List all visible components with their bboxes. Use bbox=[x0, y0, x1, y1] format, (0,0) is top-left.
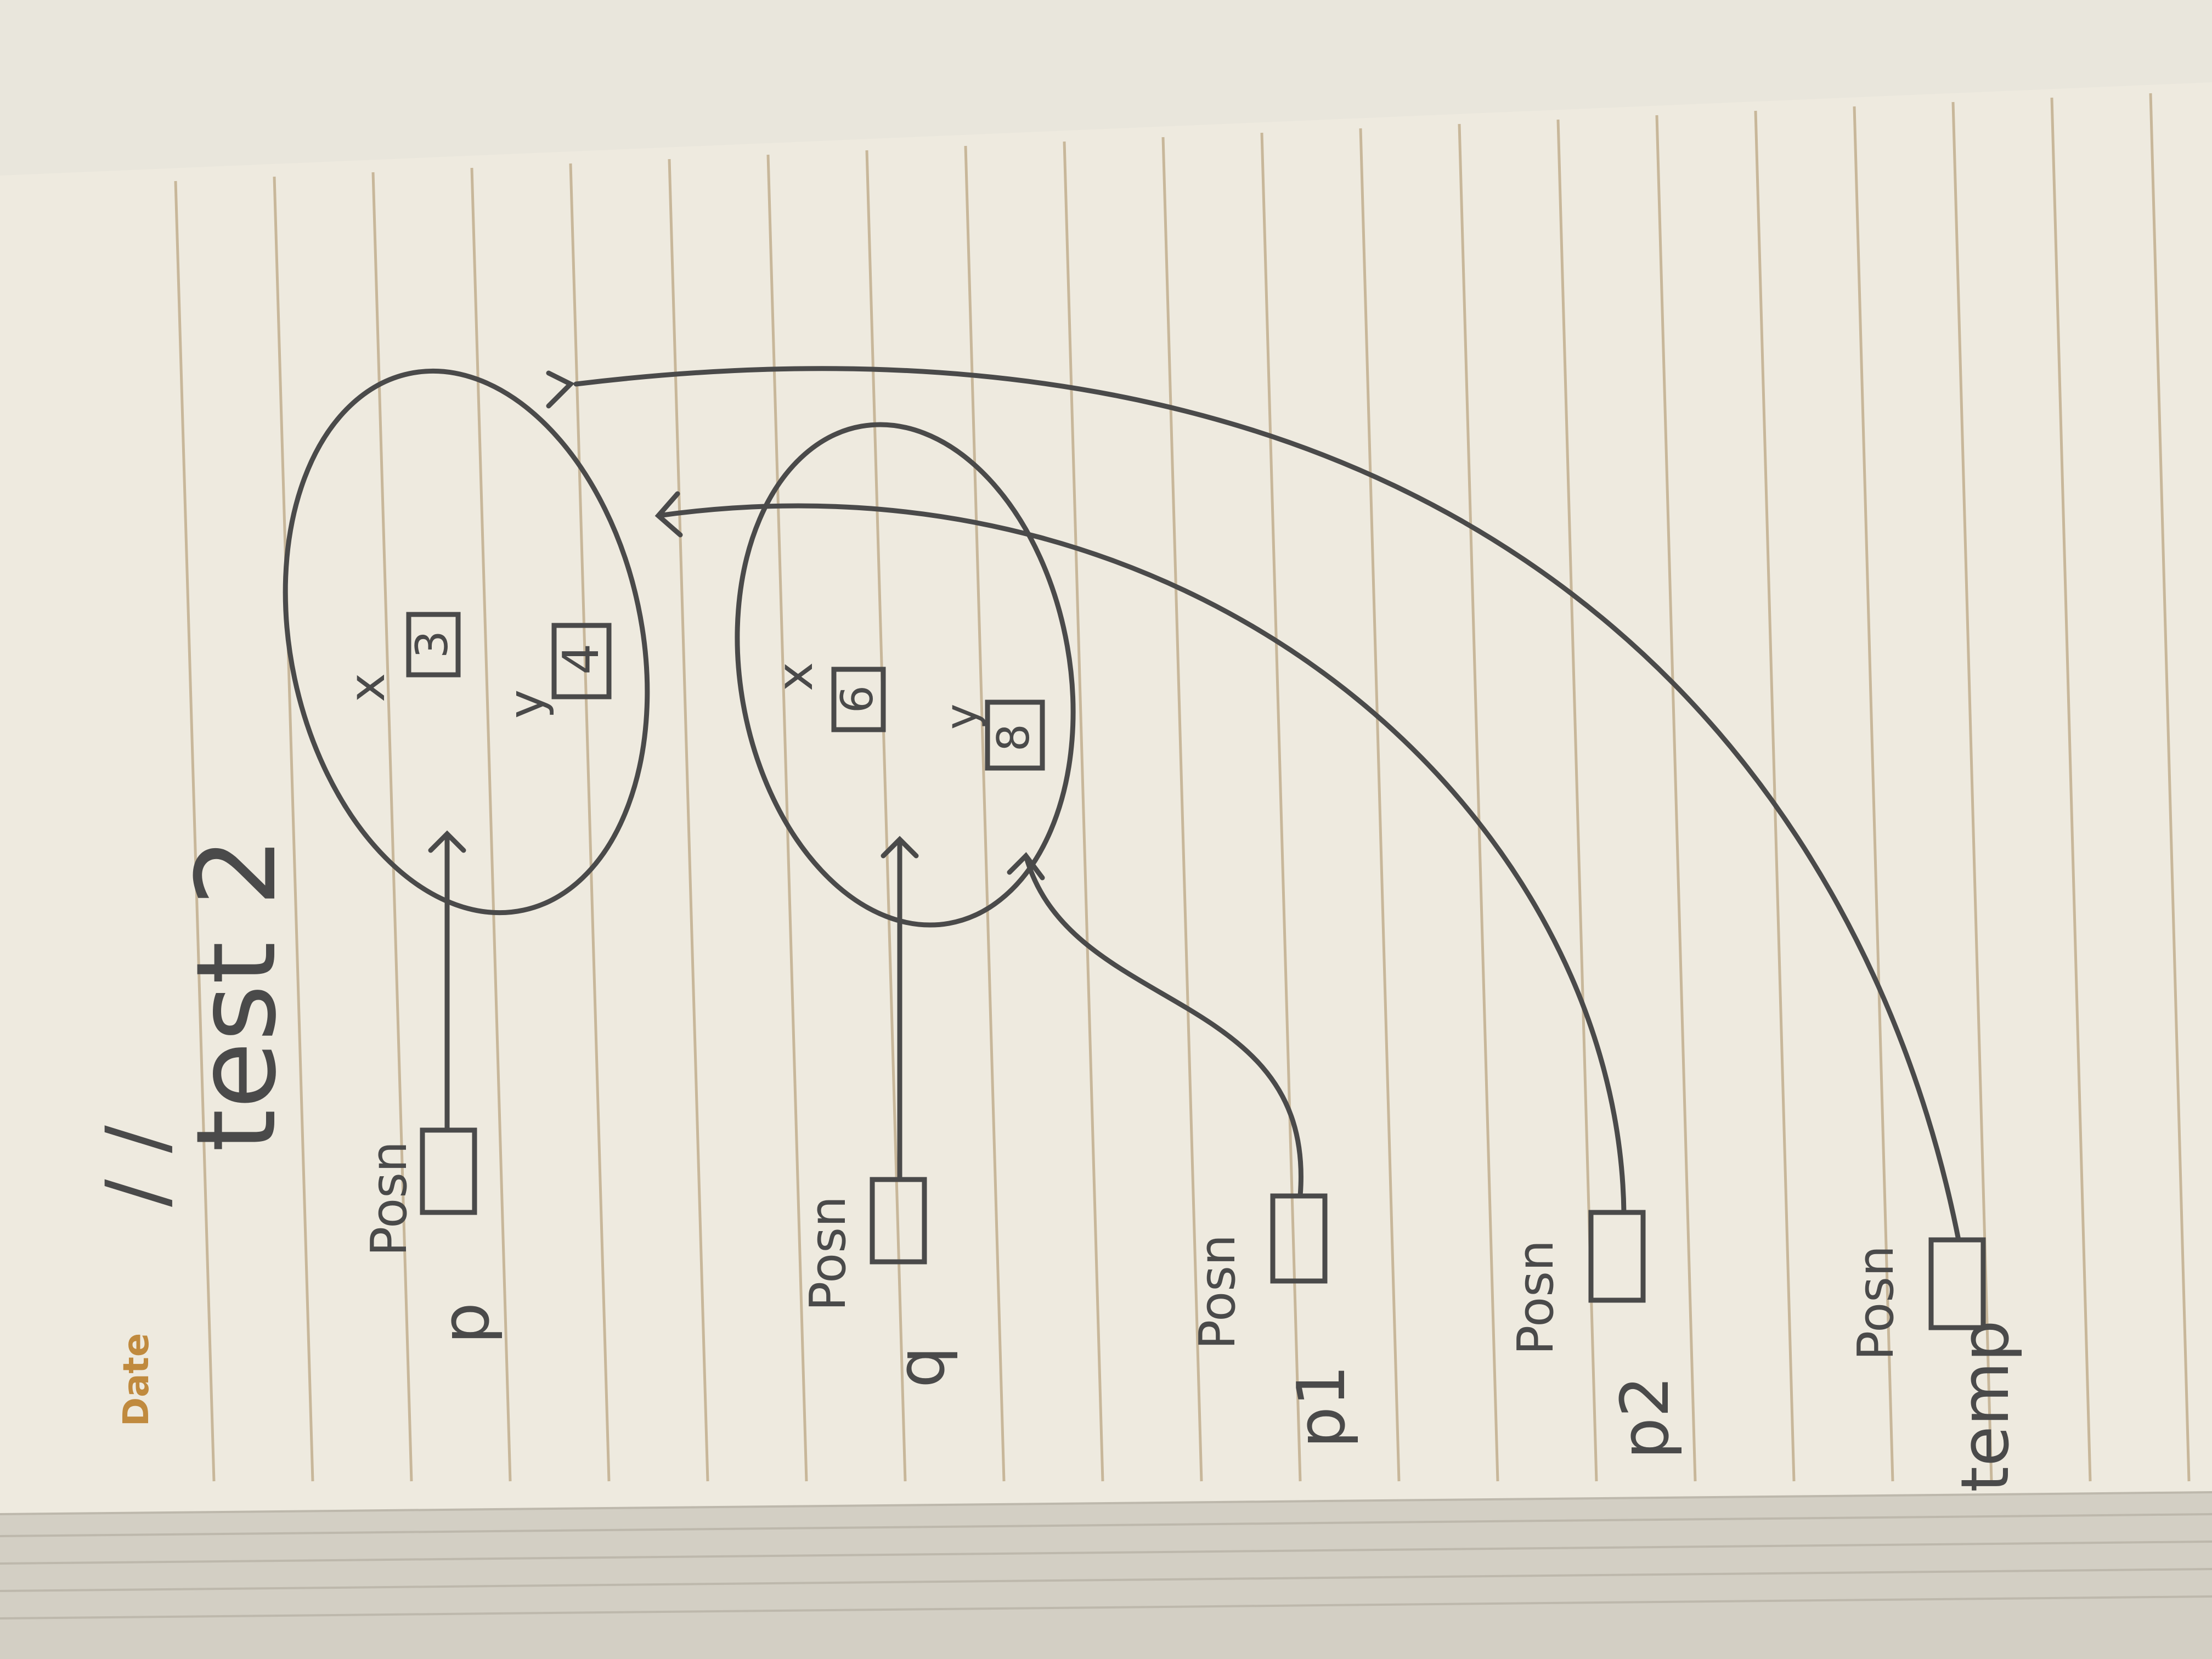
var-type-temp: Posn bbox=[1847, 1245, 1905, 1361]
page-edge-lines bbox=[0, 1491, 2212, 1620]
page-title: test 2 bbox=[173, 837, 301, 1152]
rule-line bbox=[1359, 128, 1401, 1482]
field-value-y1: 4 bbox=[552, 644, 610, 675]
field-box-x2 bbox=[831, 667, 886, 732]
rule-line bbox=[766, 154, 808, 1482]
field-value-y2: 8 bbox=[988, 724, 1039, 752]
rule-line bbox=[470, 167, 512, 1482]
field-name-y2: y bbox=[936, 704, 987, 730]
var-type-p2: Posn bbox=[1507, 1240, 1565, 1355]
pencil-diagram bbox=[283, 366, 1986, 1330]
rule-line bbox=[1655, 115, 1697, 1482]
date-label: Date bbox=[116, 1333, 157, 1426]
rule-line bbox=[1754, 110, 1796, 1482]
rule-line bbox=[1853, 106, 1894, 1482]
rule-line bbox=[1161, 137, 1203, 1482]
var-type-p: Posn bbox=[360, 1141, 418, 1256]
rule-line bbox=[2149, 93, 2191, 1482]
var-name-p: p bbox=[428, 1302, 504, 1344]
field-value-x1: 3 bbox=[407, 630, 458, 658]
arrow-p2 bbox=[654, 491, 1627, 1215]
field-box-y1 bbox=[551, 623, 612, 699]
field-name-x2: x bbox=[766, 662, 824, 691]
arrow-p1 bbox=[1007, 852, 1304, 1199]
rule-line bbox=[371, 172, 413, 1482]
field-value-x2: 6 bbox=[832, 685, 883, 713]
var-type-p1: Posn bbox=[1189, 1234, 1246, 1350]
object-oval-1 bbox=[283, 368, 650, 916]
field-name-y1: y bbox=[498, 690, 555, 719]
arrow-temp bbox=[546, 366, 1961, 1243]
var-type-q: Posn bbox=[799, 1196, 857, 1311]
field-name-x1: x bbox=[338, 673, 396, 702]
date-slashes: / / bbox=[89, 1125, 184, 1207]
rule-line bbox=[964, 145, 1006, 1482]
rule-line bbox=[1260, 132, 1302, 1482]
var-name-temp: temp bbox=[1948, 1320, 2024, 1492]
rule-line bbox=[668, 159, 709, 1482]
rule-line bbox=[1063, 141, 1104, 1482]
rule-line bbox=[1458, 123, 1499, 1482]
var-name-p2: p2 bbox=[1607, 1375, 1684, 1459]
rule-line bbox=[2050, 97, 2092, 1482]
arrow-p bbox=[428, 830, 466, 1133]
notebook-page bbox=[0, 82, 2212, 1514]
field-box-x1 bbox=[406, 612, 461, 678]
var-box-p2 bbox=[1588, 1210, 1646, 1303]
var-name-p1: p1 bbox=[1284, 1364, 1360, 1448]
var-name-q: q bbox=[883, 1346, 960, 1388]
arrow-q bbox=[881, 836, 919, 1182]
object-oval-2 bbox=[735, 422, 1076, 928]
rule-line bbox=[174, 180, 216, 1482]
field-box-y2 bbox=[985, 699, 1045, 771]
rule-line bbox=[273, 176, 314, 1482]
